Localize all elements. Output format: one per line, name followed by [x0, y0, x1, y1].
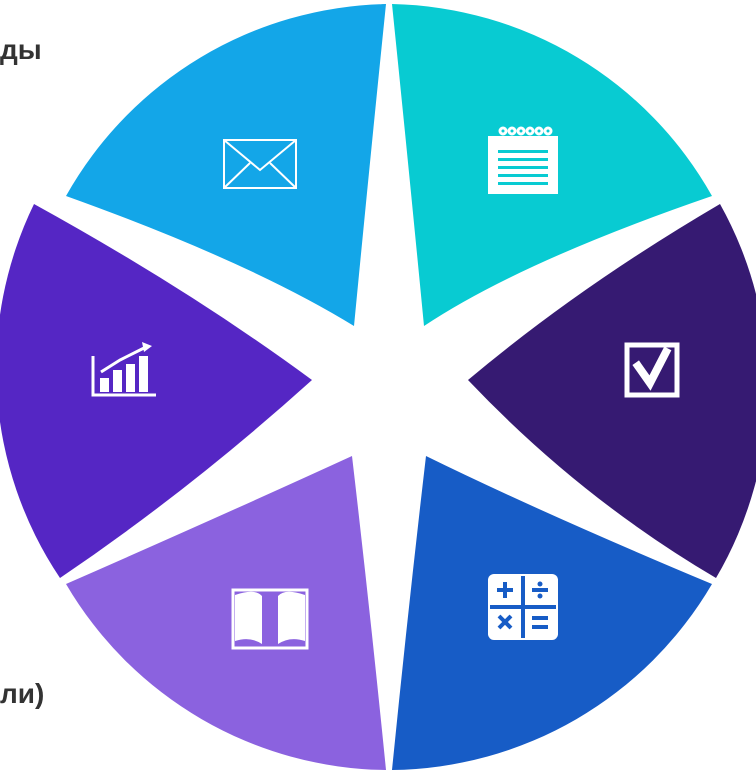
segment-book	[66, 456, 386, 770]
notepad-icon	[488, 126, 558, 194]
partial-text-top: ды	[0, 34, 42, 65]
segment-checkbox	[468, 204, 756, 578]
bar-chart-icon	[91, 342, 156, 397]
partial-text-bottom: ли)	[0, 678, 45, 709]
segment-chart	[0, 204, 312, 578]
checkbox-icon	[624, 342, 680, 398]
book-icon	[231, 588, 309, 650]
calculator-icon	[488, 574, 558, 640]
envelope-icon	[223, 139, 297, 189]
segment-mail	[66, 4, 386, 326]
